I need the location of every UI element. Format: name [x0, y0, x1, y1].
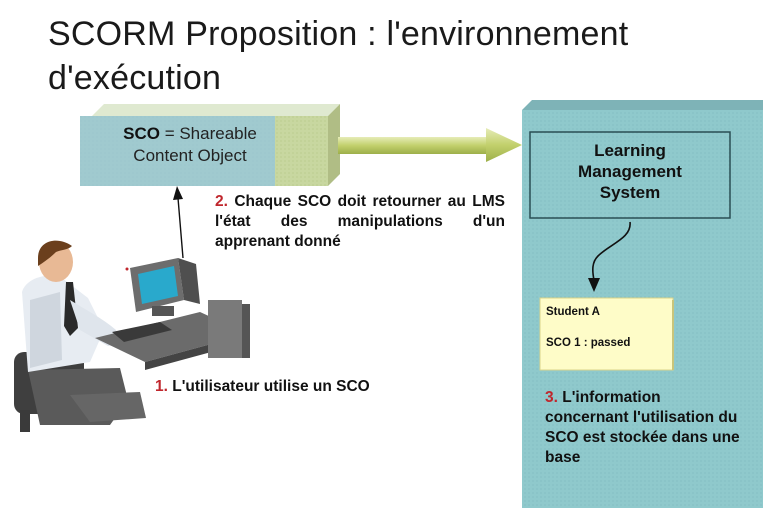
student-record-text: Student A SCO 1 : passed [546, 305, 666, 367]
lms-label-box [529, 131, 731, 219]
student-record-note [539, 297, 674, 371]
step-3-text: 3. L'information concernant l'utilisatio… [545, 388, 745, 468]
slide-title-line2: d'exécution [48, 59, 222, 97]
lms-label: Learning Management System [530, 140, 730, 203]
curved-arrow [588, 221, 631, 292]
step-2-text: 2. Chaque SCO doit retourner au LMS l'ét… [215, 192, 505, 252]
step-1-text: 1. L'utilisateur utilise un SCO [155, 377, 415, 397]
computer-user-illustration [14, 240, 250, 432]
sco-label-line2: Content Object [133, 146, 247, 165]
lms-label-line2: Management [578, 162, 682, 181]
step-2-number: 2. [215, 193, 228, 210]
upward-arrow [173, 186, 184, 259]
slide-title-line1: SCORM Proposition : l'environnement [48, 15, 629, 53]
lms-label-line3: System [599, 183, 661, 202]
student-status: SCO 1 : passed [546, 337, 631, 349]
lms-label-line1: Learning [594, 141, 666, 160]
sco-label-line1: = Shareable [159, 124, 257, 143]
sco-box [80, 104, 340, 186]
step-2-description: Chaque SCO doit retourner au LMS l'état … [215, 193, 505, 250]
step-1-number: 1. [155, 378, 168, 395]
step-3-number: 3. [545, 389, 558, 406]
step-3-description: L'information concernant l'utilisation d… [545, 389, 740, 466]
sco-box-label: SCO = Shareable Content Object [95, 123, 285, 167]
sco-abbreviation: SCO [123, 124, 160, 143]
step-1-description: L'utilisateur utilise un SCO [167, 378, 370, 395]
student-name: Student A [546, 306, 600, 318]
slide-title: SCORM Proposition : l'environnement d'ex… [48, 12, 738, 100]
arrow-right-icon [338, 128, 522, 162]
